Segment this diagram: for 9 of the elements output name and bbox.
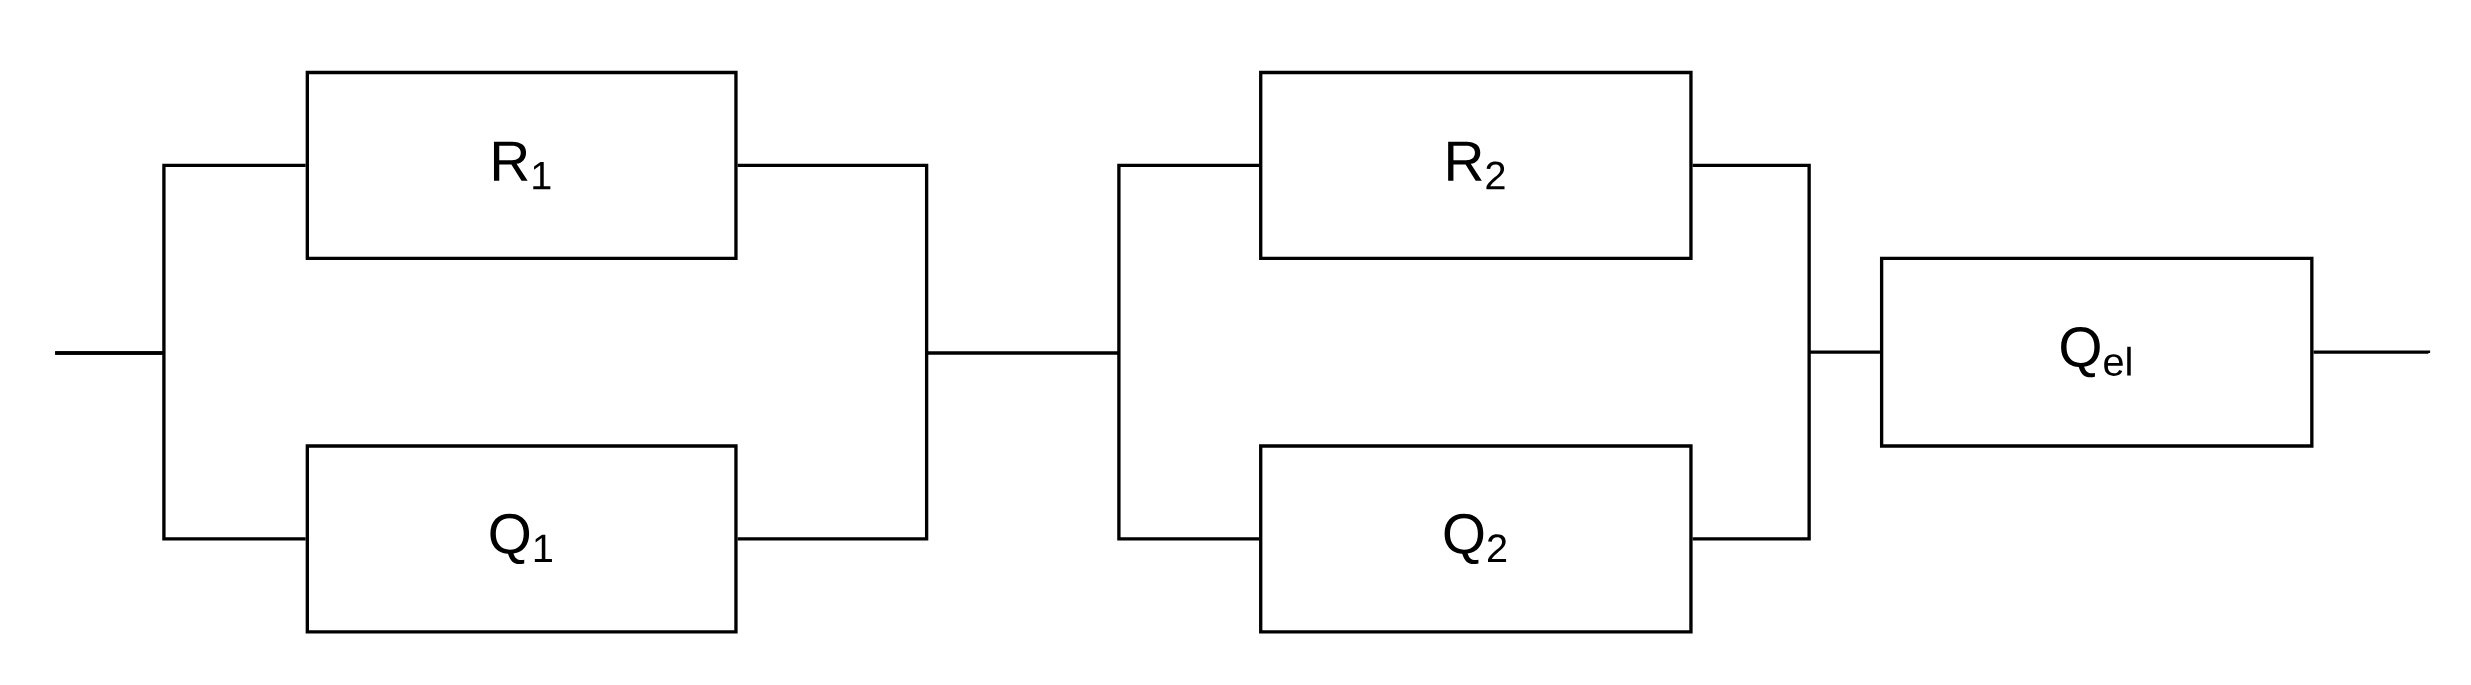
wire xyxy=(53,351,308,541)
element-box: Q$_{1}$ xyxy=(305,444,738,634)
wire xyxy=(2311,350,2431,355)
wire xyxy=(735,163,1261,541)
element-box: R$_{2}$ xyxy=(1259,70,1693,261)
element-box: R$_{1}$ xyxy=(305,70,738,261)
element-box: Q$_{el}$ xyxy=(1879,256,2314,448)
wire xyxy=(1690,163,1882,541)
element-box: Q$_{2}$ xyxy=(1259,444,1693,634)
